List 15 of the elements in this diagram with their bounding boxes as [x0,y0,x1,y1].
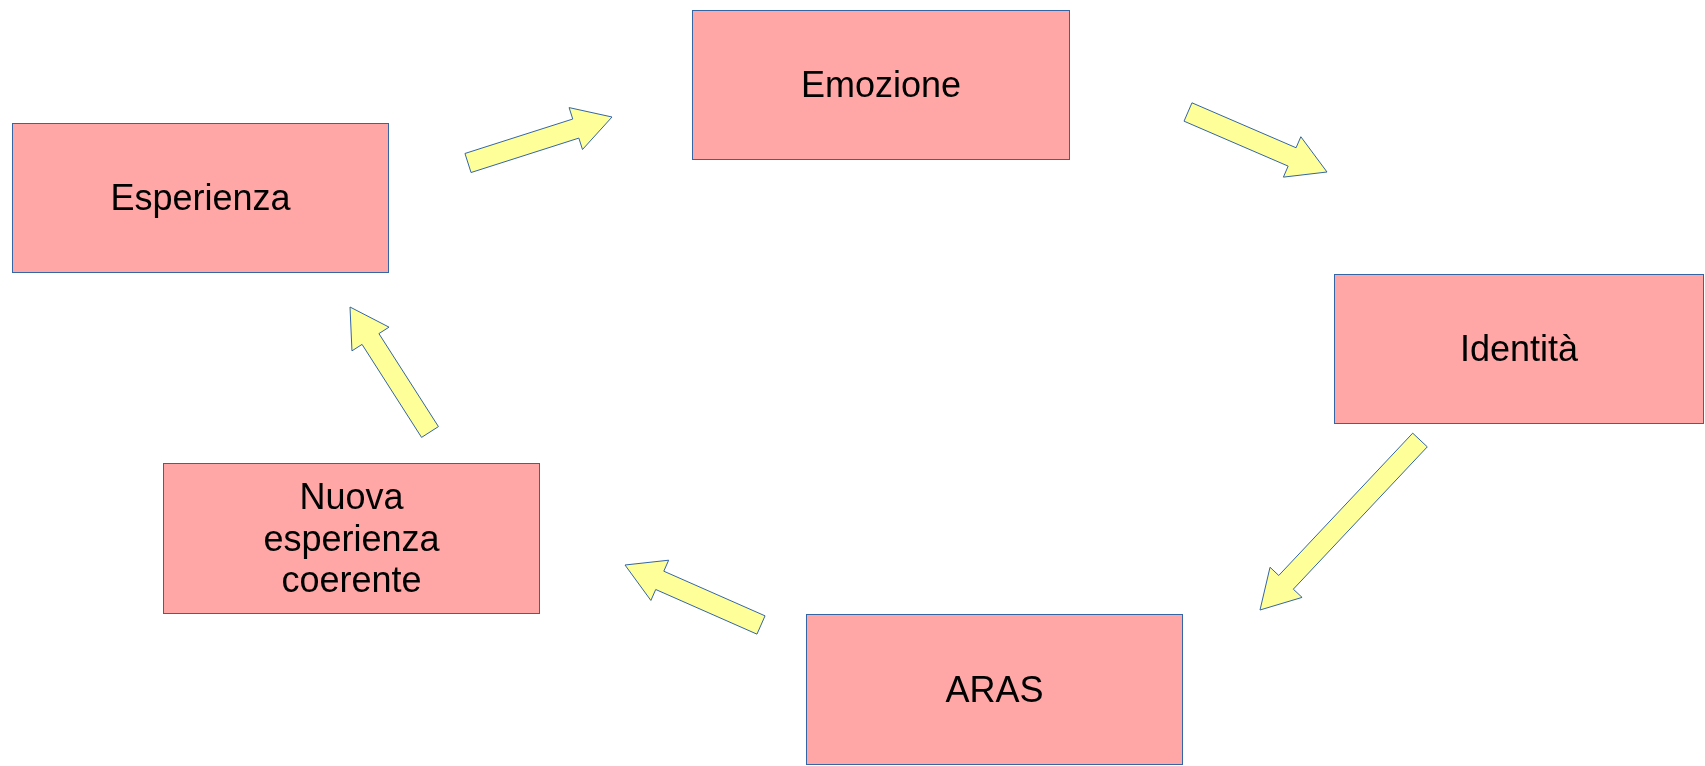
process-box [1334,274,1704,424]
box-label: ARAS [945,668,1044,711]
block-arrow [624,559,766,635]
block-arrow [349,306,439,438]
box-label: Nuova esperienza coerente [262,476,441,601]
box-label: Esperienza [110,177,291,219]
process-box [12,123,389,273]
process-box [806,614,1183,765]
block-arrow [464,107,613,174]
block-arrow [1259,432,1428,611]
process-box [163,463,540,614]
block-arrow [1183,102,1328,178]
process-box [692,10,1070,160]
box-label: Identità [1459,328,1579,370]
box-label: Emozione [800,64,962,106]
